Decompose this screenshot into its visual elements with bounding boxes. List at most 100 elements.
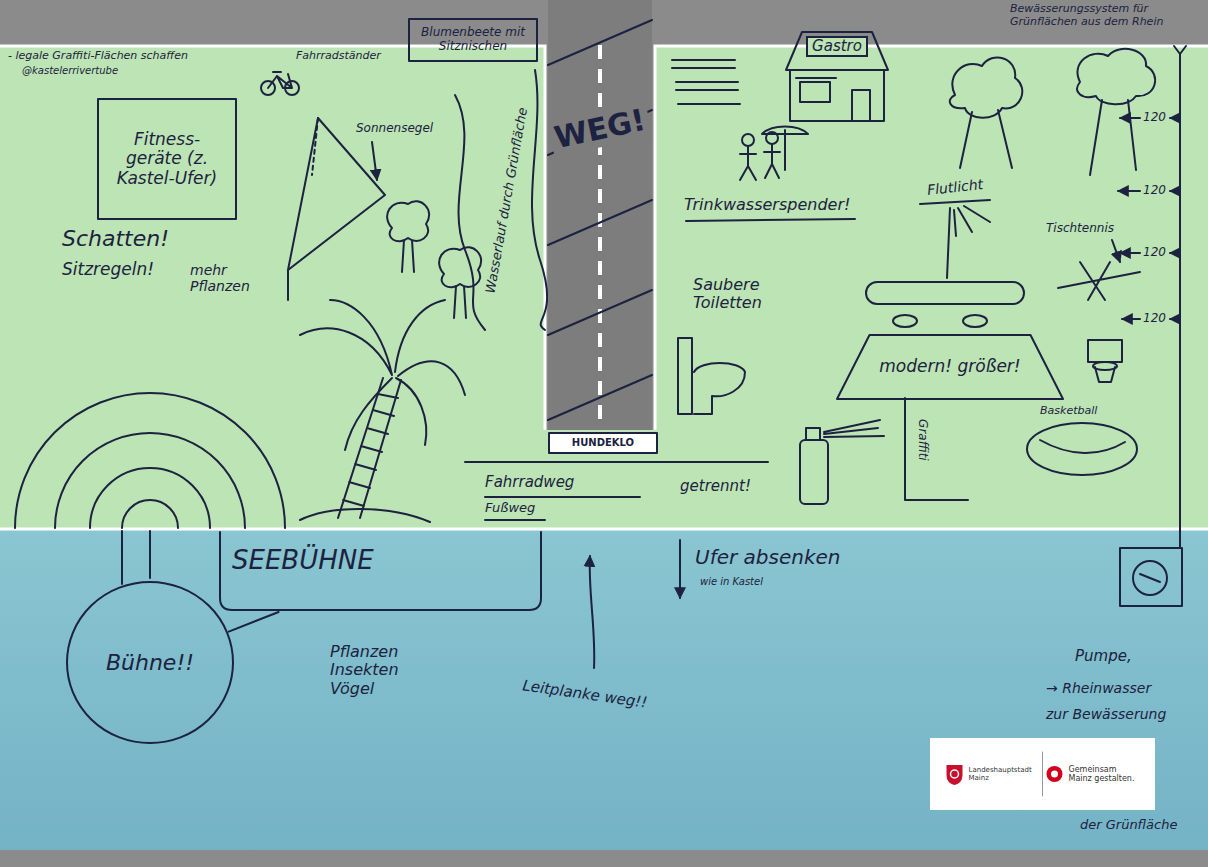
pump-label: Pumpe, — [1075, 648, 1132, 665]
ground-line — [300, 509, 430, 522]
river-area — [0, 530, 1208, 850]
flowerbed-box-text: Blumenbeete mit Sitznischen — [414, 26, 532, 54]
water-dispenser-label: Trinkwasserspender! — [684, 196, 850, 214]
underline — [920, 200, 990, 204]
seating-note: Sitzregeln! — [62, 260, 154, 280]
house-outline — [786, 32, 888, 121]
irrigation-arrow — [1170, 117, 1180, 119]
water-course-sketch — [532, 70, 547, 330]
spray-can-sketch — [806, 428, 820, 440]
stage-outline — [220, 532, 541, 610]
city-logo: Landeshauptstadt MainzGemeinsam Mainz ge… — [930, 738, 1155, 810]
tree-sketch — [387, 201, 429, 272]
leader-arrow — [679, 540, 681, 598]
sun-sail-pole — [287, 270, 289, 300]
sun-sail-label: Sonnensegel — [356, 122, 433, 136]
irrigation-arrow — [1120, 117, 1140, 119]
logo-panel — [930, 738, 1155, 810]
footpath-label: Fußweg — [485, 501, 535, 516]
irrigation-arrow — [1170, 318, 1180, 320]
fitness-box: Fitness-geräte (z. Kastel-Ufer) — [97, 98, 237, 220]
leader-arrow — [372, 142, 377, 180]
city-logo-text: Gemeinsam Mainz gestalten. — [1069, 765, 1139, 783]
lake-stage-text: SEEBÜHNE — [232, 546, 374, 576]
basketball-hoop-sketch — [1088, 340, 1122, 362]
road-surface — [548, 0, 652, 430]
area-border — [0, 46, 545, 430]
shade-note: Schatten! — [62, 226, 169, 251]
person-sketch — [740, 146, 756, 180]
house-window — [800, 82, 830, 102]
arc-seating-sketch — [15, 393, 285, 528]
floodlight-sketch — [947, 206, 990, 278]
road-band: WEG! — [548, 0, 652, 430]
height-value: 120 — [1143, 312, 1166, 326]
leader-arrow — [1112, 240, 1120, 262]
participation-mark — [1051, 771, 1058, 778]
leader-arrow — [590, 556, 595, 668]
pump-sketch — [1133, 561, 1167, 595]
house-door — [852, 90, 870, 121]
bank-lowering-note: wie in Kastel — [700, 576, 763, 588]
spray-can-sketch — [800, 440, 828, 504]
bench-sketch — [672, 60, 740, 104]
plants-note: mehr Pflanzen — [190, 262, 262, 294]
basketball-label: Basketball — [1040, 405, 1097, 418]
palm-tree-sketch — [338, 378, 401, 518]
graffiti-wall-sketch — [905, 398, 968, 500]
toilet-sketch — [694, 363, 745, 414]
table-tennis-sketch — [1058, 262, 1140, 300]
participation-mark — [1047, 766, 1063, 782]
stage-circle-text: Bühne!! — [106, 650, 194, 675]
separated-note: getrennt! — [680, 478, 751, 495]
skateboard-sketch — [963, 315, 987, 327]
person-sketch — [742, 134, 754, 146]
city-crest — [947, 765, 963, 785]
dog-toilet-box-text: HUNDEKLO — [572, 437, 634, 449]
house-awning — [796, 77, 836, 79]
person-sketch — [764, 144, 780, 178]
irrigation-line — [1174, 46, 1186, 548]
pump-label: der Grünfläche — [1080, 818, 1177, 833]
bicycle-sketch — [268, 72, 292, 88]
area-border — [655, 46, 1208, 430]
road-band-outline — [548, 0, 652, 430]
toilet-sketch — [678, 338, 692, 414]
toilets-label: Saubere Toiletten — [693, 276, 793, 313]
bank-lowering-label: Ufer absenken — [695, 546, 840, 569]
green-area — [655, 45, 1208, 530]
basketball-court-sketch — [1027, 423, 1137, 475]
area-border — [0, 528, 1208, 531]
note-text: - legale Graffiti-Flächen schaffen — [8, 50, 188, 63]
city-crest-wheel — [951, 770, 959, 778]
stage-circle-outline — [67, 582, 233, 743]
table-tennis-label: Tischtennis — [1046, 222, 1114, 236]
green-area — [0, 45, 545, 530]
pump-sketch — [1140, 574, 1160, 582]
road-hatching — [548, 20, 652, 420]
tree-sketch — [439, 247, 481, 318]
graffiti-label: Graffiti — [915, 419, 929, 461]
path-separator — [465, 462, 768, 520]
spray-sketch — [824, 420, 884, 437]
irrigation-label: Bewässerungssystem für Grünflächen aus d… — [1010, 3, 1178, 28]
height-value: 120 — [1143, 111, 1166, 125]
ramp-outline — [837, 335, 1063, 399]
skate-ramp: modern! größer! — [835, 333, 1065, 401]
basketball-court-sketch — [1040, 440, 1125, 453]
gastro-building: Gastro — [782, 28, 892, 123]
flowerbed-box-border — [409, 19, 537, 61]
pump-sketch — [1120, 548, 1182, 606]
irrigation-arrow — [1120, 252, 1140, 254]
skate-ramp-text: modern! größer! — [879, 357, 1020, 377]
bike-rack-label: Fahrradständer — [296, 50, 381, 63]
sun-sail-sketch — [288, 118, 385, 270]
pump-label: → Rheinwasser — [1046, 680, 1151, 696]
connector — [229, 612, 279, 632]
skateboard-sketch — [866, 282, 1024, 304]
irrigation-arrow — [1122, 318, 1140, 320]
stage-walkway — [122, 531, 150, 584]
basketball-hoop-sketch — [1093, 362, 1117, 370]
dog-toilet-box-border — [549, 433, 657, 453]
